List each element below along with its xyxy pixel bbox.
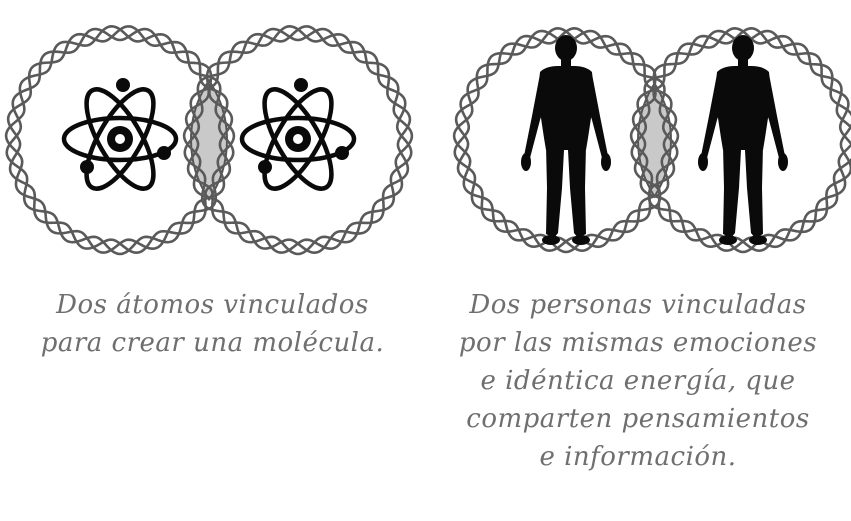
atom-icon <box>61 78 179 191</box>
people-diagram <box>452 27 851 254</box>
wavy-ring <box>631 27 851 252</box>
caption-line: por las mismas emociones <box>458 328 818 358</box>
wavy-ring <box>183 27 413 256</box>
caption-line: e idéntica energía, que <box>480 366 796 396</box>
caption-line: para crear una molécula. <box>40 328 385 358</box>
wavy-ring <box>452 27 678 252</box>
caption-line: Dos personas vinculadas <box>469 290 807 320</box>
atoms-diagram <box>4 25 414 256</box>
people-panel: Dos personas vinculadas por las mismas e… <box>425 0 851 521</box>
wavy-ring <box>453 29 679 254</box>
wavy-ring <box>184 25 414 254</box>
caption-line: comparten pensamientos <box>466 404 810 434</box>
people-caption: Dos personas vinculadas por las mismas e… <box>425 286 851 476</box>
wavy-ring <box>182 25 412 254</box>
energy-rings <box>452 27 851 254</box>
caption-line: e información. <box>539 442 737 472</box>
caption-line: Dos átomos vinculados <box>56 290 369 320</box>
wavy-ring <box>5 27 235 256</box>
atoms-caption: Dos átomos vinculados para crear una mol… <box>0 286 425 362</box>
human-silhouette-icon <box>698 35 788 245</box>
atoms-panel: Dos átomos vinculados para crear una mol… <box>0 0 425 521</box>
human-silhouette-icon <box>521 35 611 245</box>
energy-rings <box>4 25 414 256</box>
wavy-ring <box>454 27 680 252</box>
wavy-ring <box>629 27 851 252</box>
wavy-ring <box>4 25 234 254</box>
wavy-ring <box>6 25 236 254</box>
atom-icon <box>239 78 357 191</box>
wavy-ring <box>630 29 851 254</box>
